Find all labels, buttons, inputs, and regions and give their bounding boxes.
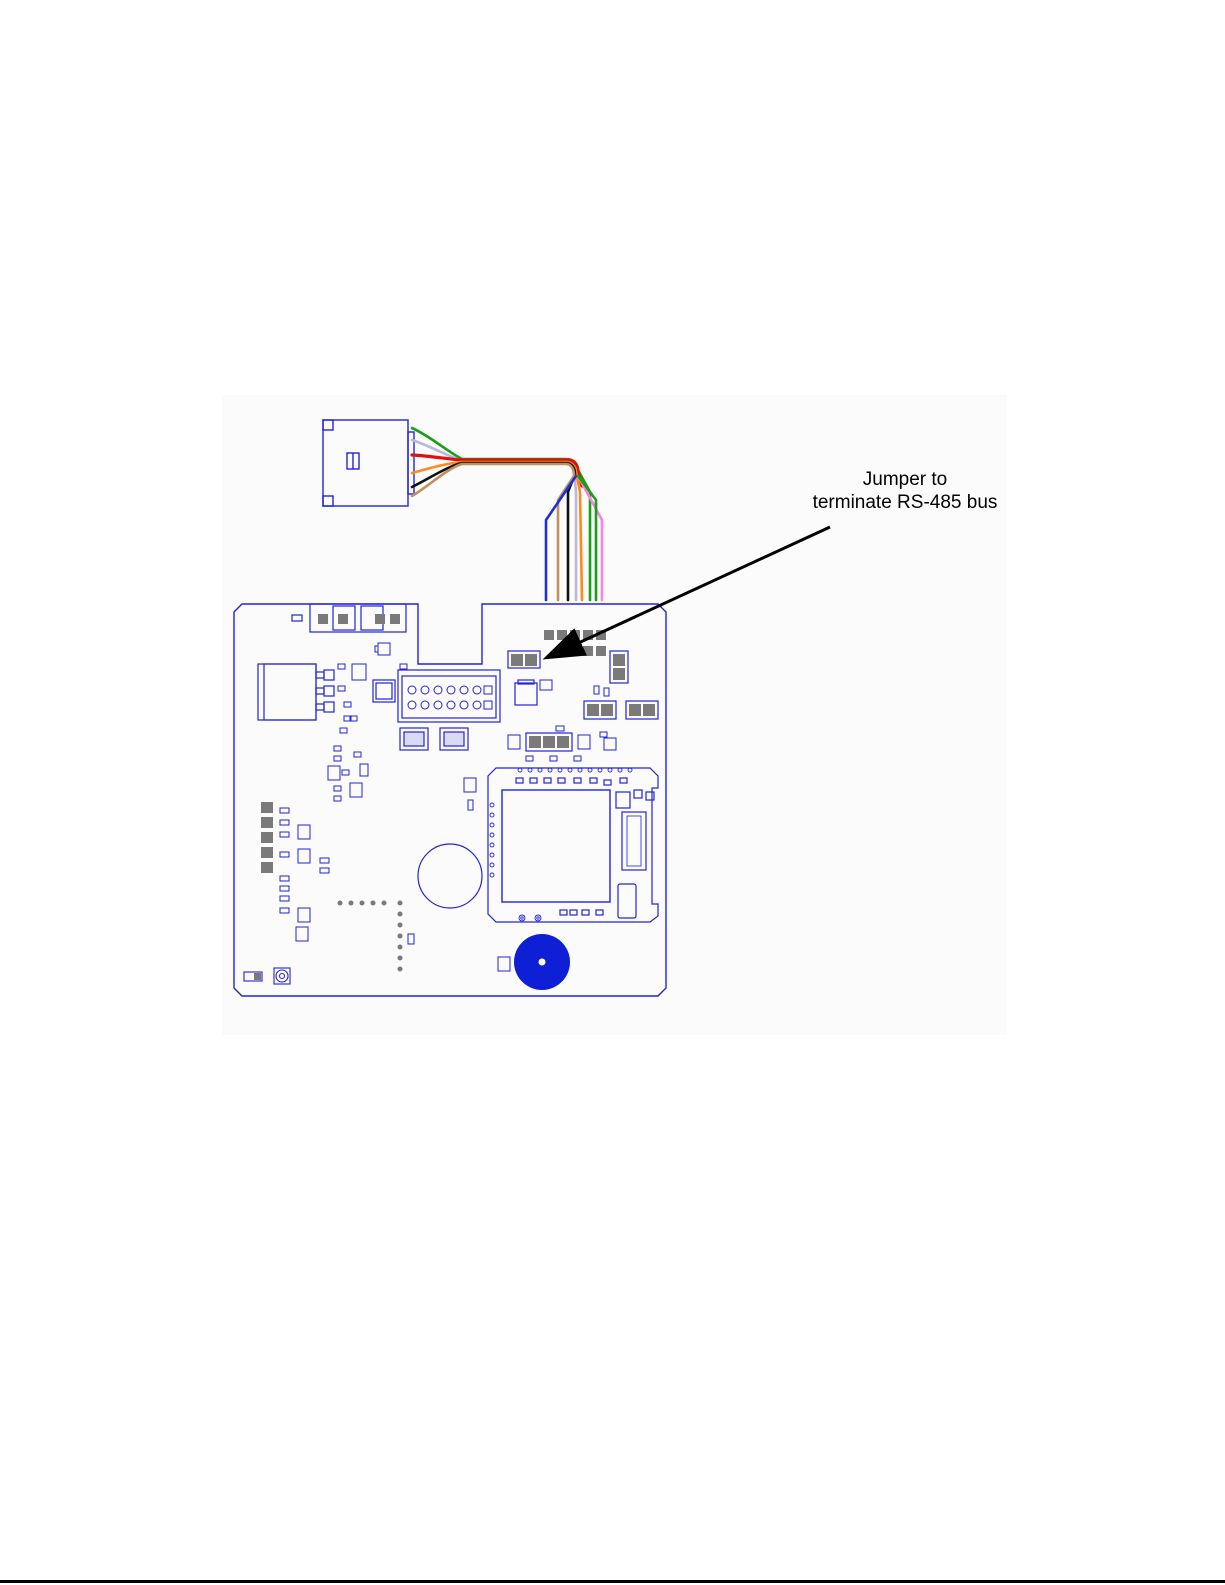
processor-module — [488, 768, 658, 922]
callout-line-1: Jumper to — [790, 468, 1020, 491]
jumper-callout-label: Jumper to terminate RS-485 bus — [790, 468, 1020, 514]
mounting-hole — [418, 844, 482, 908]
wire-orange — [412, 462, 582, 600]
wire-red — [412, 455, 582, 486]
status-led — [244, 972, 262, 981]
wire-black — [412, 463, 575, 600]
wire-tan — [412, 464, 574, 600]
pcb-board — [234, 604, 666, 996]
edge-switches — [292, 604, 406, 632]
left-pad-column — [261, 802, 273, 873]
rs485-termination-jumper — [508, 651, 540, 668]
callout-line-2: terminate RS-485 bus — [790, 491, 1020, 514]
voltage-regulator — [258, 664, 334, 720]
antenna-connector — [274, 968, 290, 984]
cable-wires — [412, 428, 602, 600]
page-bottom-rule — [0, 1580, 1225, 1583]
wire-green — [412, 428, 590, 600]
header-connector — [398, 670, 500, 722]
right-pads — [526, 651, 658, 751]
wire-harness-connector — [323, 420, 414, 506]
via-dots — [338, 901, 403, 972]
piezo-buzzer — [514, 934, 570, 990]
